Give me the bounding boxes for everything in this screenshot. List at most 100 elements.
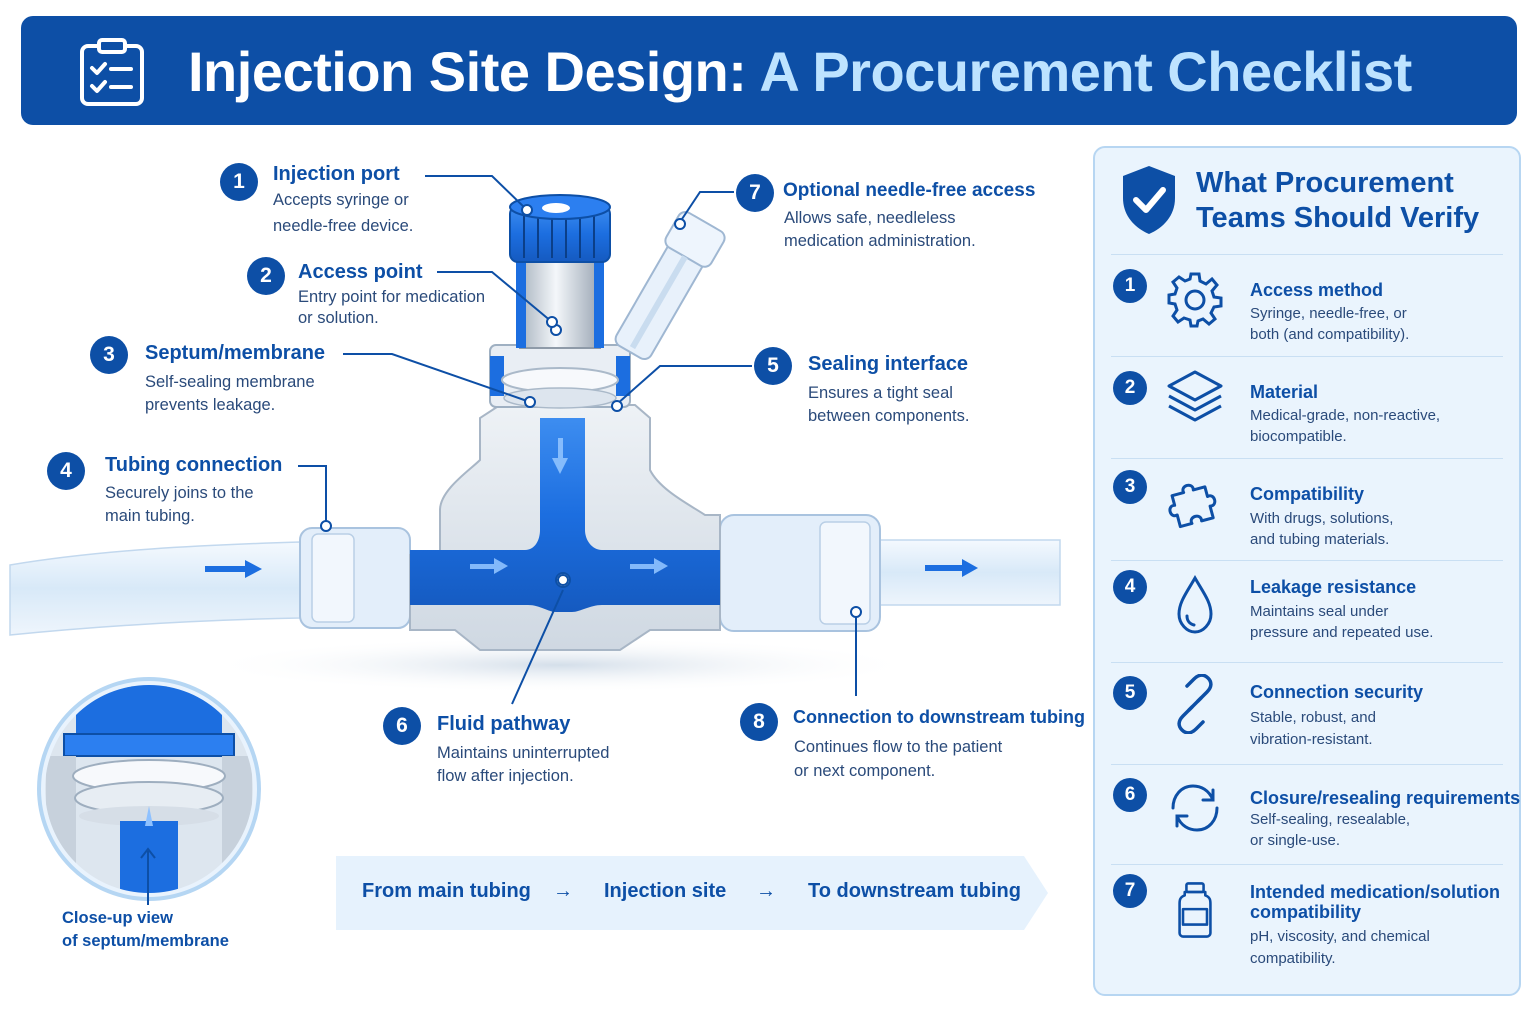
callout-title: Sealing interface xyxy=(808,353,969,375)
callout-number: 6 xyxy=(383,707,421,745)
droplet-icon xyxy=(1177,574,1213,634)
flow-arrow-icon: → xyxy=(553,880,573,902)
item-title: Compatibility xyxy=(1250,484,1365,504)
callout-desc-line: main tubing. xyxy=(105,507,195,525)
callout-desc-line: Allows safe, needleless xyxy=(784,209,956,227)
clipboard-checklist-icon xyxy=(80,38,144,106)
panel-title-line: Teams Should Verify xyxy=(1196,202,1480,234)
item-desc-line: and tubing materials. xyxy=(1250,531,1390,548)
row-divider xyxy=(1111,356,1503,357)
gear-icon xyxy=(1167,272,1223,328)
item-title-line: Intended medication/solution xyxy=(1250,882,1501,902)
panel-title-line: What Procurement xyxy=(1196,167,1454,199)
callout-desc-line: Ensures a tight seal xyxy=(808,384,953,402)
item-title: Closure/resealing requirements xyxy=(1250,788,1521,808)
item-title: Access method xyxy=(1250,280,1384,300)
item-number: 3 xyxy=(1113,470,1147,504)
callout-desc-line: Continues flow to the patient xyxy=(794,738,1003,756)
item-desc-line: both (and compatibility). xyxy=(1250,326,1410,343)
row-divider xyxy=(1111,764,1503,765)
item-desc-line: Maintains seal under xyxy=(1250,603,1389,620)
row-divider xyxy=(1111,662,1503,663)
flow-step-injection-site: Injection site xyxy=(604,880,727,902)
link-icon xyxy=(1177,674,1213,734)
item-title: Intended medication/solution compatibili… xyxy=(1250,882,1500,922)
item-desc-line: Syringe, needle-free, or xyxy=(1250,305,1407,322)
callout-desc-line: between components. xyxy=(808,407,970,425)
item-number: 7 xyxy=(1113,874,1147,908)
item-desc-line: compatibility. xyxy=(1250,950,1336,967)
medication-vial-icon xyxy=(1178,882,1212,938)
callout-desc-line: medication administration. xyxy=(784,232,976,250)
item-number: 6 xyxy=(1113,778,1147,812)
item-desc-line: vibration-resistant. xyxy=(1250,731,1373,748)
item-desc-line: Medical-grade, non-reactive, xyxy=(1250,407,1441,424)
callout-title: Optional needle-free access xyxy=(783,180,1036,201)
row-divider xyxy=(1111,560,1503,561)
callout-desc-line: or next component. xyxy=(794,762,936,780)
shield-check-icon xyxy=(1123,166,1175,234)
callout-title: Septum/membrane xyxy=(145,342,326,364)
row-divider xyxy=(1111,864,1503,865)
item-desc-line: biocompatible. xyxy=(1250,428,1347,445)
injection-site-illustration xyxy=(9,175,1061,705)
item-number: 2 xyxy=(1113,371,1147,405)
item-desc-line: Stable, robust, and xyxy=(1250,709,1376,726)
callout-desc-line: needle-free device. xyxy=(273,217,414,235)
callout-number: 5 xyxy=(754,347,792,385)
item-title: Connection security xyxy=(1250,682,1424,702)
callout-desc-line: Self-sealing membrane xyxy=(145,373,315,391)
page-title: Injection Site Design: A Procurement Che… xyxy=(188,34,1412,110)
header-banner: Injection Site Design: A Procurement Che… xyxy=(21,16,1517,125)
verification-checklist-panel: What Procurement Teams Should Verify 1 A… xyxy=(1093,146,1521,996)
callout-title: Injection port xyxy=(273,163,400,185)
item-number: 4 xyxy=(1113,570,1147,604)
flow-step-downstream-tubing: To downstream tubing xyxy=(808,880,1021,902)
callout-title: Connection to downstream tubing xyxy=(793,707,1085,727)
needle-free-port xyxy=(614,210,726,361)
callout-desc-line: Accepts syringe or xyxy=(273,191,409,209)
layers-icon xyxy=(1167,370,1223,422)
item-desc-line: pH, viscosity, and chemical xyxy=(1250,928,1430,945)
flow-arrow-icon xyxy=(205,559,978,578)
title-main: Injection Site Design: xyxy=(188,40,747,103)
title-sub: A Procurement Checklist xyxy=(759,40,1412,103)
callout-number: 4 xyxy=(47,452,85,490)
callout-number: 2 xyxy=(247,257,285,295)
flow-arrow-icon: → xyxy=(756,880,776,902)
main-tubing xyxy=(9,541,301,636)
closeup-label-line: of septum/membrane xyxy=(62,932,229,950)
item-desc-line: With drugs, solutions, xyxy=(1250,510,1394,527)
callout-desc-line: prevents leakage. xyxy=(145,396,276,414)
callout-desc-line: Securely joins to the xyxy=(105,484,254,502)
item-desc-line: Self-sealing, resealable, xyxy=(1250,811,1411,828)
callout-title: Fluid pathway xyxy=(437,713,571,735)
panel-title: What Procurement Teams Should Verify xyxy=(1196,166,1479,236)
callout-desc-line: Maintains uninterrupted xyxy=(437,744,610,762)
callout-title: Access point xyxy=(298,261,423,283)
closeup-label-line: Close-up view xyxy=(62,909,173,927)
callout-leader-lines xyxy=(298,175,862,705)
callout-number: 1 xyxy=(220,163,258,201)
callout-desc-line: Entry point for medication xyxy=(298,288,486,306)
callout-number: 3 xyxy=(90,336,128,374)
closeup-pointer-arrow-icon xyxy=(140,847,156,905)
flow-banner: From main tubing → Injection site → To d… xyxy=(336,856,1048,930)
item-title-line: compatibility xyxy=(1250,902,1362,922)
item-number: 1 xyxy=(1113,269,1147,303)
reseal-cycle-icon xyxy=(1171,784,1219,832)
item-title: Leakage resistance xyxy=(1250,577,1417,597)
row-divider xyxy=(1111,458,1503,459)
callout-number: 7 xyxy=(736,174,774,212)
callout-number: 8 xyxy=(740,703,778,741)
item-number: 5 xyxy=(1113,676,1147,710)
closeup-septum-illustration xyxy=(37,677,261,901)
row-divider xyxy=(1111,254,1503,255)
item-desc-line: pressure and repeated use. xyxy=(1250,624,1434,641)
flow-step-main-tubing: From main tubing xyxy=(362,880,531,902)
callout-desc-line: flow after injection. xyxy=(437,767,574,785)
fluid-channel xyxy=(410,418,720,612)
puzzle-icon xyxy=(1168,483,1217,529)
item-title: Material xyxy=(1250,382,1319,402)
item-desc-line: or single-use. xyxy=(1250,832,1341,849)
